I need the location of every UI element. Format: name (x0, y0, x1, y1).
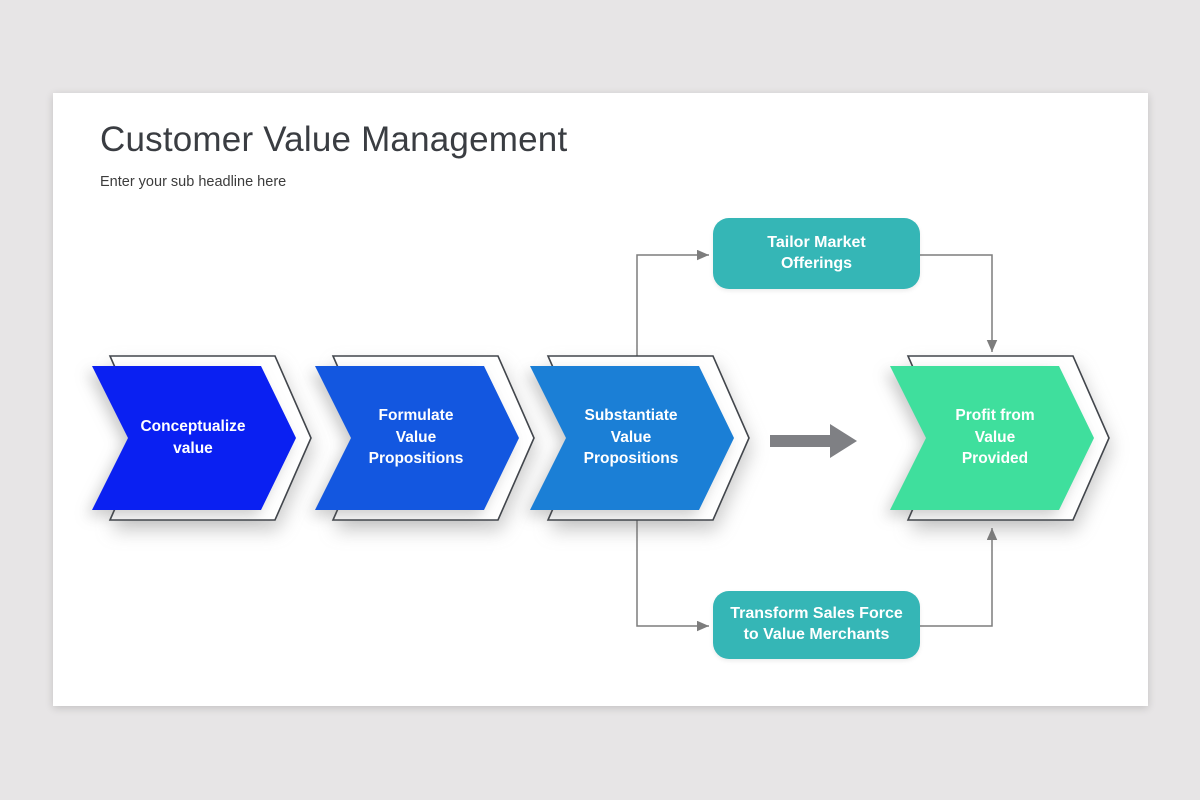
chevron-step-1-label: Conceptualize value (140, 418, 246, 457)
bottom-branch-box-label: Transform Sales Force to Value Merchants (730, 605, 903, 643)
slide-title: Customer Value Management (100, 120, 568, 159)
chevron-step-4-shape (890, 366, 1094, 510)
top-branch-box: Tailor Market Offerings (713, 218, 920, 289)
bottom-branch-box: Transform Sales Force to Value Merchants (713, 591, 920, 659)
connector-step3-to-bottom-box-arrow (636, 520, 709, 632)
chevron-step-2-shape (315, 366, 519, 510)
chevron-step-2-label: Formulate Value Propositions (368, 407, 464, 468)
top-branch-box-label: Tailor Market Offerings (767, 233, 866, 272)
connector-step3-to-top-box-arrow (636, 249, 709, 356)
chevron-step-3-label: Substantiate Value Propositions (583, 407, 679, 468)
connector-top-box-to-step4-arrow (920, 254, 998, 352)
chevron-step-3-shape (530, 366, 734, 510)
slide-subtitle: Enter your sub headline here (100, 174, 287, 190)
chevron-step-3 (530, 355, 750, 521)
chevron-step-1-shape (92, 366, 296, 510)
chevron-step-4 (890, 355, 1110, 521)
chevron-step-1 (92, 355, 312, 521)
connector-bottom-box-to-step4-arrow (920, 528, 998, 627)
chevron-step-2 (315, 355, 535, 521)
chevron-step-4-label: Profit from Value Provided (955, 407, 1035, 468)
flow-arrow-icon (770, 424, 857, 458)
